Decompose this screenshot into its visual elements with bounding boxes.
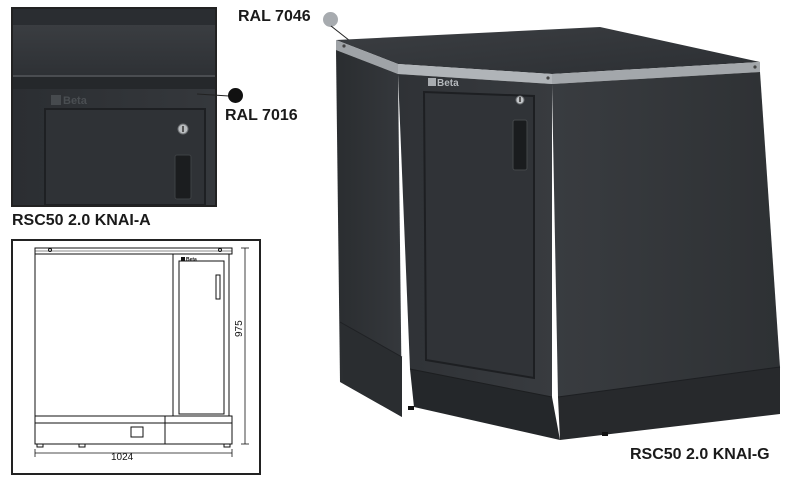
- key-lock-icon: [177, 123, 189, 135]
- body-finish-swatch: [228, 88, 243, 103]
- height-dimension: 975: [234, 320, 245, 337]
- top-finish-swatch: [323, 12, 338, 27]
- body-finish-leader: [196, 93, 230, 97]
- svg-text:Beta: Beta: [186, 257, 197, 263]
- corner-cabinet-illustration: Beta: [336, 27, 781, 440]
- detail-zoom-panel: Beta: [11, 7, 217, 207]
- beta-logo: Beta: [181, 257, 197, 263]
- svg-text:Beta: Beta: [437, 78, 459, 89]
- beta-logo: Beta: [51, 95, 88, 107]
- detail-zoom-illustration: Beta: [13, 9, 215, 205]
- beta-logo: Beta: [428, 78, 459, 89]
- door-handle: [174, 154, 192, 200]
- width-dimension: 1024: [111, 452, 134, 463]
- detail-model-label: RSC50 2.0 KNAI-A: [12, 212, 151, 229]
- technical-drawing-panel: Beta 1024 975: [11, 239, 261, 475]
- top-finish-label: RAL 7046: [238, 8, 311, 25]
- door-handle: [512, 119, 528, 171]
- product-model-label: RSC50 2.0 KNAI-G: [630, 446, 770, 463]
- body-finish-label: RAL 7016: [225, 107, 298, 124]
- technical-drawing: Beta: [34, 247, 249, 457]
- svg-text:Beta: Beta: [63, 95, 88, 107]
- key-lock-icon: [515, 95, 525, 105]
